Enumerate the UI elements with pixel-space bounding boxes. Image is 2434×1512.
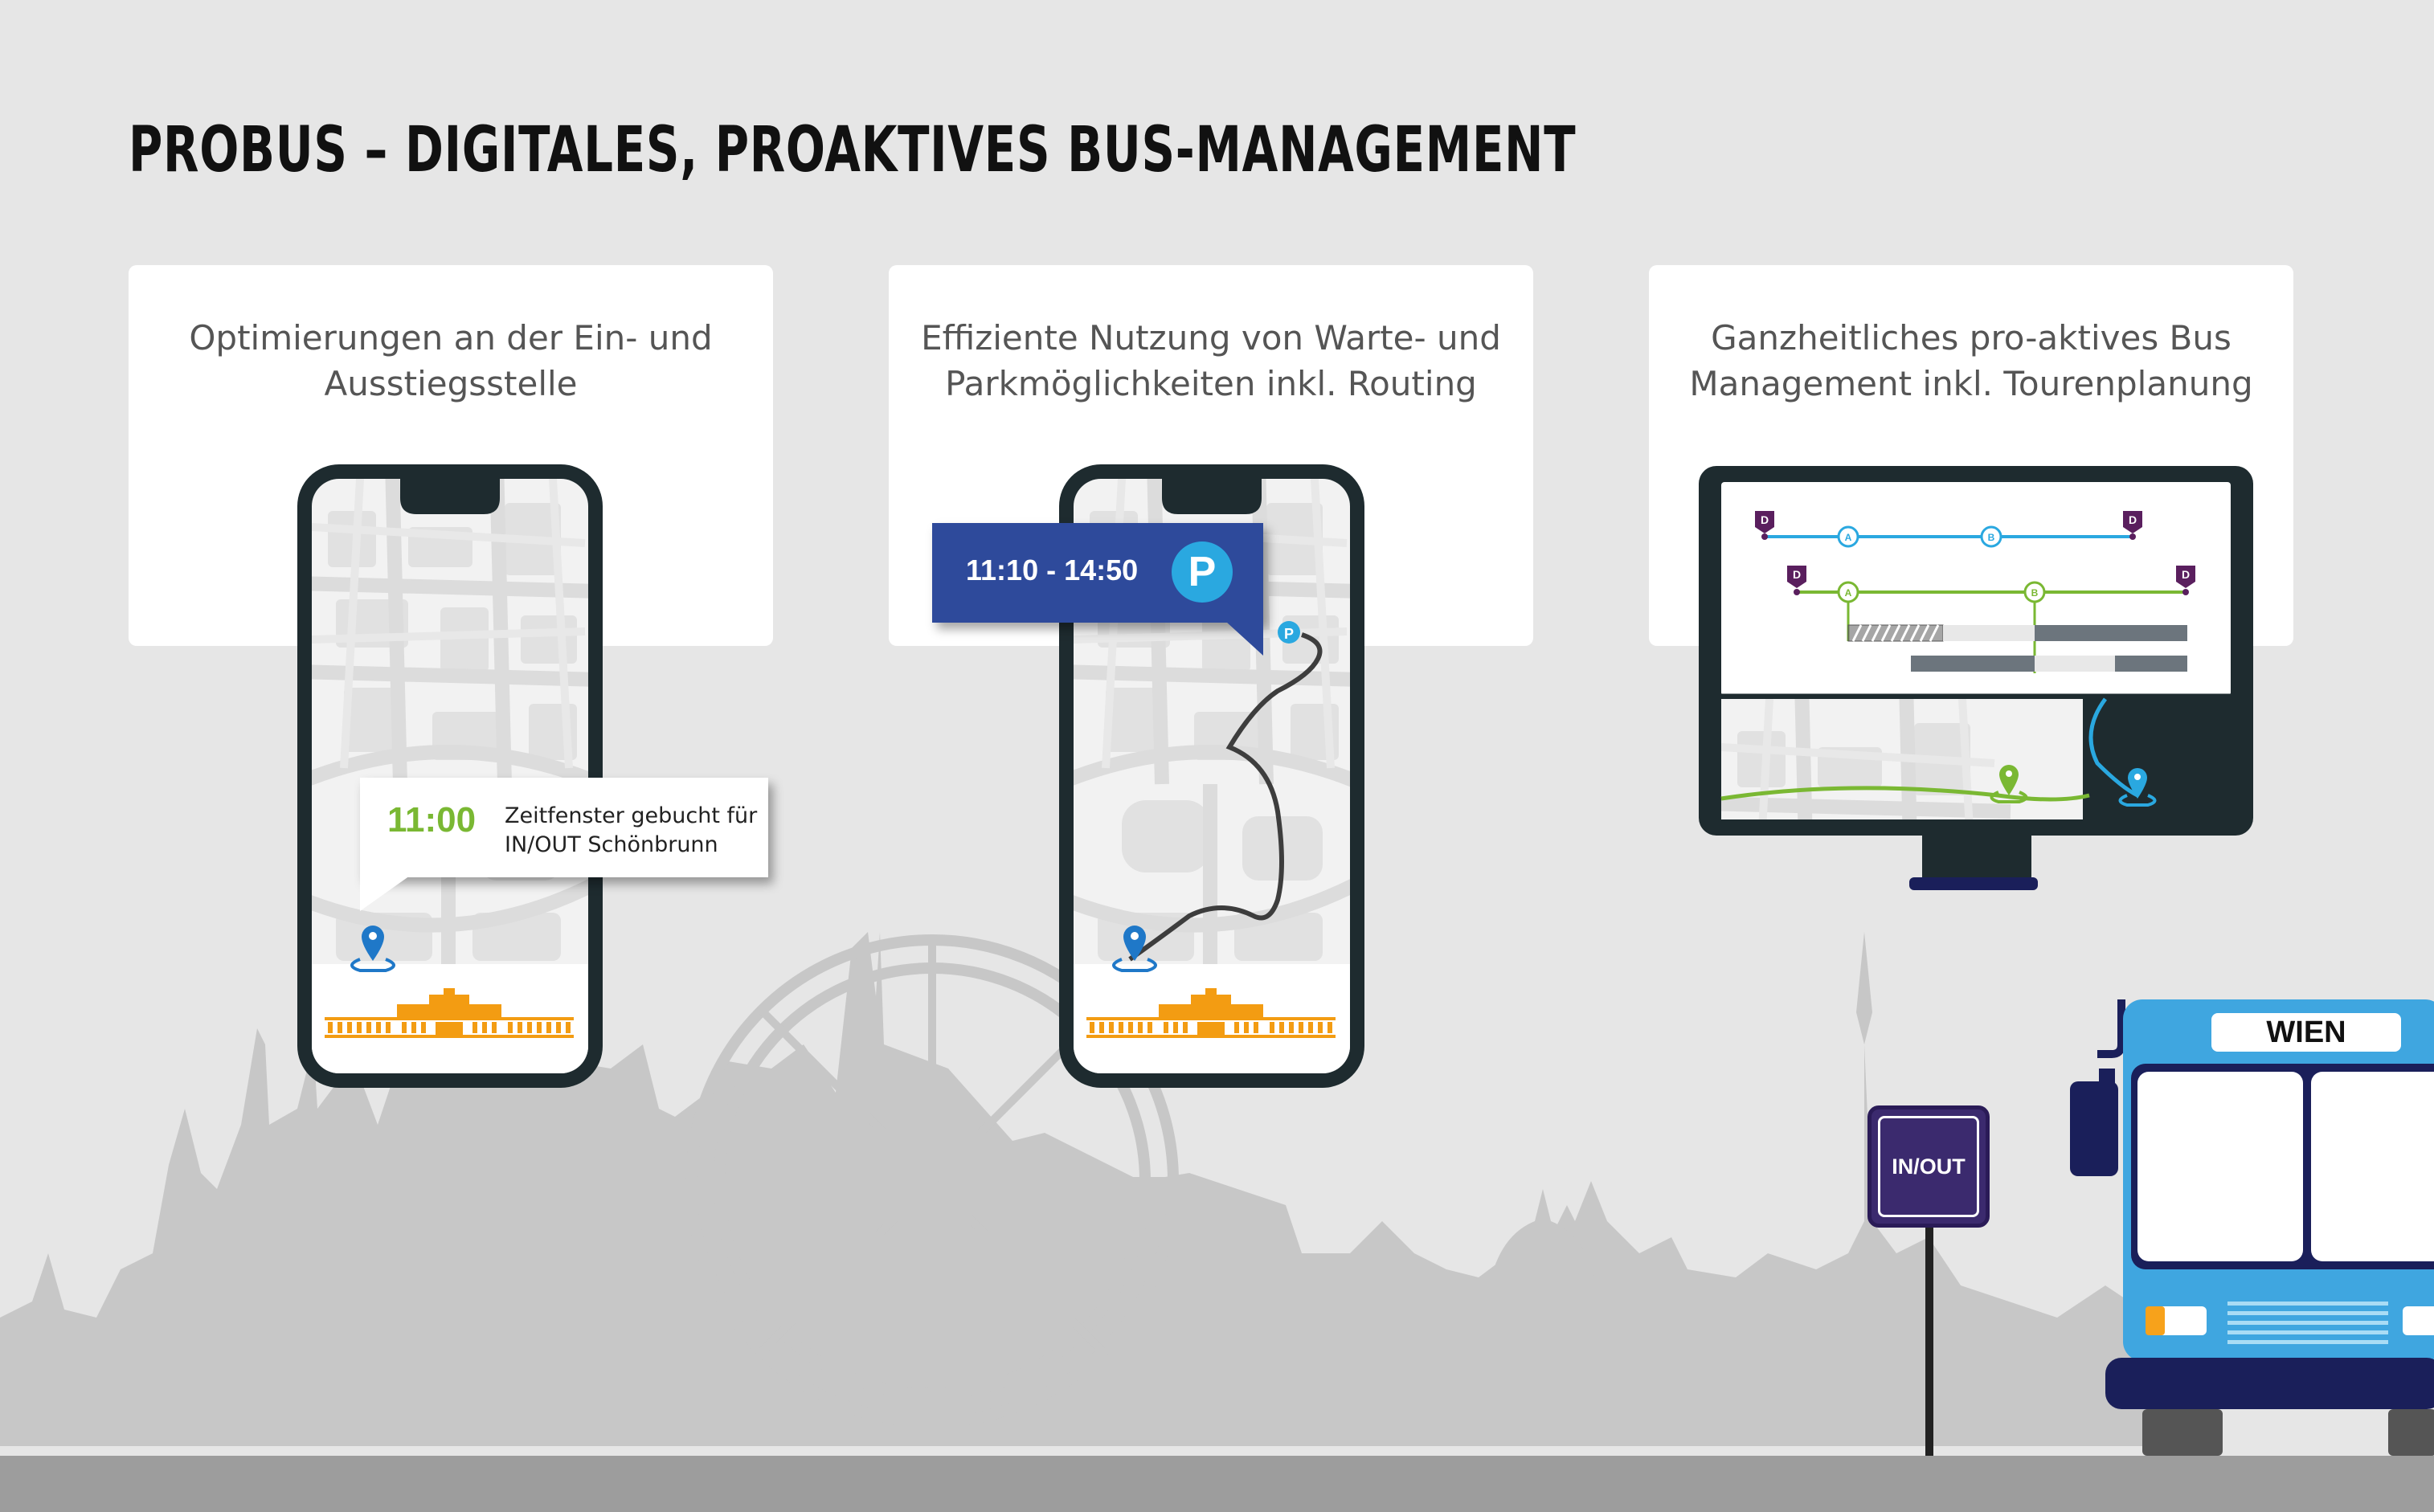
marker-label: A: [1845, 587, 1852, 599]
route-marker-d-icon: [1787, 566, 1806, 595]
stop-marker-b-icon: [2023, 581, 2046, 603]
bus-stop-label: IN/OUT: [1892, 1154, 1966, 1179]
card-text-line: Optimierungen an der Ein- und: [189, 318, 713, 358]
booking-tooltip: 11:00 Zeitfenster gebucht für IN/OUT Sch…: [360, 778, 768, 877]
monitor: D A B D D A B D: [1699, 466, 2253, 890]
bus-stop-sign-border: [1878, 1116, 1979, 1217]
feature-card-boarding: Optimierungen an der Ein- und Ausstiegss…: [129, 265, 773, 646]
route-marker-d-icon: [2123, 511, 2142, 540]
route-marker-d-icon: [1755, 511, 1774, 540]
card-text-line: Effiziente Nutzung von Warte- und: [921, 318, 1501, 358]
stop-marker-b-icon: [1980, 525, 2002, 548]
bus-destination-sign: WIEN: [2211, 1013, 2401, 1052]
card-description: Optimierungen an der Ein- und Ausstiegss…: [129, 315, 773, 407]
booking-time: 11:00: [387, 800, 477, 840]
route-marker-d-icon: [2176, 566, 2195, 595]
marker-label: B: [1988, 532, 1995, 543]
stop-marker-a-icon: [1837, 525, 1859, 548]
parking-marker-icon: [1278, 621, 1300, 644]
marker-label: D: [1793, 568, 1801, 581]
parking-marker-label: P: [1284, 626, 1294, 642]
smartphone-1: [297, 464, 603, 1088]
parking-time: 11:10 - 14:50: [966, 554, 1139, 586]
parking-icon: P: [1172, 541, 1233, 603]
page-title: PROBUS – DIGITALES, PROAKTIVES BUS-MANAG…: [129, 114, 1577, 186]
bus-icon: [2070, 999, 2434, 1456]
parking-time-window: 11:10 - 14:50 P: [932, 523, 1263, 623]
marker-label: D: [1761, 513, 1769, 526]
card-text-line: Parkmöglichkeiten inkl. Routing: [945, 364, 1477, 403]
location-pin-icon: [2118, 768, 2157, 807]
card-text-line: Management inkl. Tourenplanung: [1689, 364, 2253, 403]
card-description: Ganzheitliches pro-aktives Bus Managemen…: [1649, 315, 2293, 407]
booking-description: Zeitfenster gebucht für IN/OUT Schönbrun…: [505, 802, 762, 860]
card-text-line: Ausstiegsstelle: [324, 364, 578, 403]
marker-label: A: [1845, 532, 1852, 543]
marker-label: B: [2031, 587, 2039, 599]
card-description: Effiziente Nutzung von Warte- und Parkmö…: [889, 315, 1533, 407]
location-pin-icon: [1990, 765, 2028, 803]
bus-stop-pole: [1925, 1221, 1933, 1456]
card-text-line: Ganzheitliches pro-aktives Bus: [1711, 318, 2232, 358]
location-pin-icon: [1112, 926, 1157, 972]
marker-label: D: [2129, 513, 2137, 526]
bus-stop-sign: IN/OUT: [1867, 1105, 1990, 1228]
booking-text-line: IN/OUT Schönbrunn: [505, 832, 718, 857]
stop-marker-a-icon: [1837, 581, 1859, 603]
marker-label: D: [2182, 568, 2190, 581]
booking-text-line: Zeitfenster gebucht für: [505, 803, 758, 828]
location-pin-icon: [350, 926, 395, 972]
